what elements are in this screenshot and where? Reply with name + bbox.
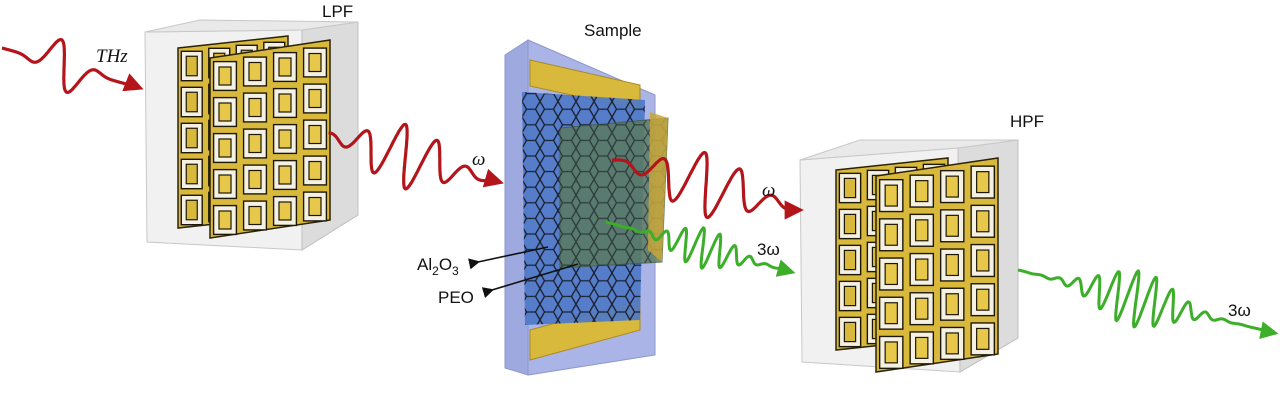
- omega-label-1: ω: [472, 149, 485, 170]
- input-label: THz: [96, 46, 128, 67]
- sample-icon: [504, 39, 669, 376]
- peo-label: PEO: [438, 288, 474, 307]
- omega-pulse-icon: [327, 122, 804, 220]
- al2o3-pointer: [468, 246, 549, 270]
- al2o3-label: Al2O3: [417, 255, 459, 278]
- hpf-filter-icon: [799, 139, 1019, 373]
- third-harmonic-label-2: 3ω: [1228, 301, 1251, 320]
- input-pulse-icon: [0, 38, 144, 94]
- sample-label: Sample: [584, 21, 642, 40]
- third-harmonic-pulse-icon: [605, 220, 1279, 340]
- lpf-label: LPF: [322, 2, 353, 21]
- hpf-label: HPF: [1010, 112, 1044, 131]
- third-harmonic-label-1: 3ω: [757, 240, 780, 259]
- lpf-filter-icon: [144, 19, 359, 251]
- omega-label-2: ω: [762, 180, 775, 201]
- peo-pointer: [481, 263, 579, 298]
